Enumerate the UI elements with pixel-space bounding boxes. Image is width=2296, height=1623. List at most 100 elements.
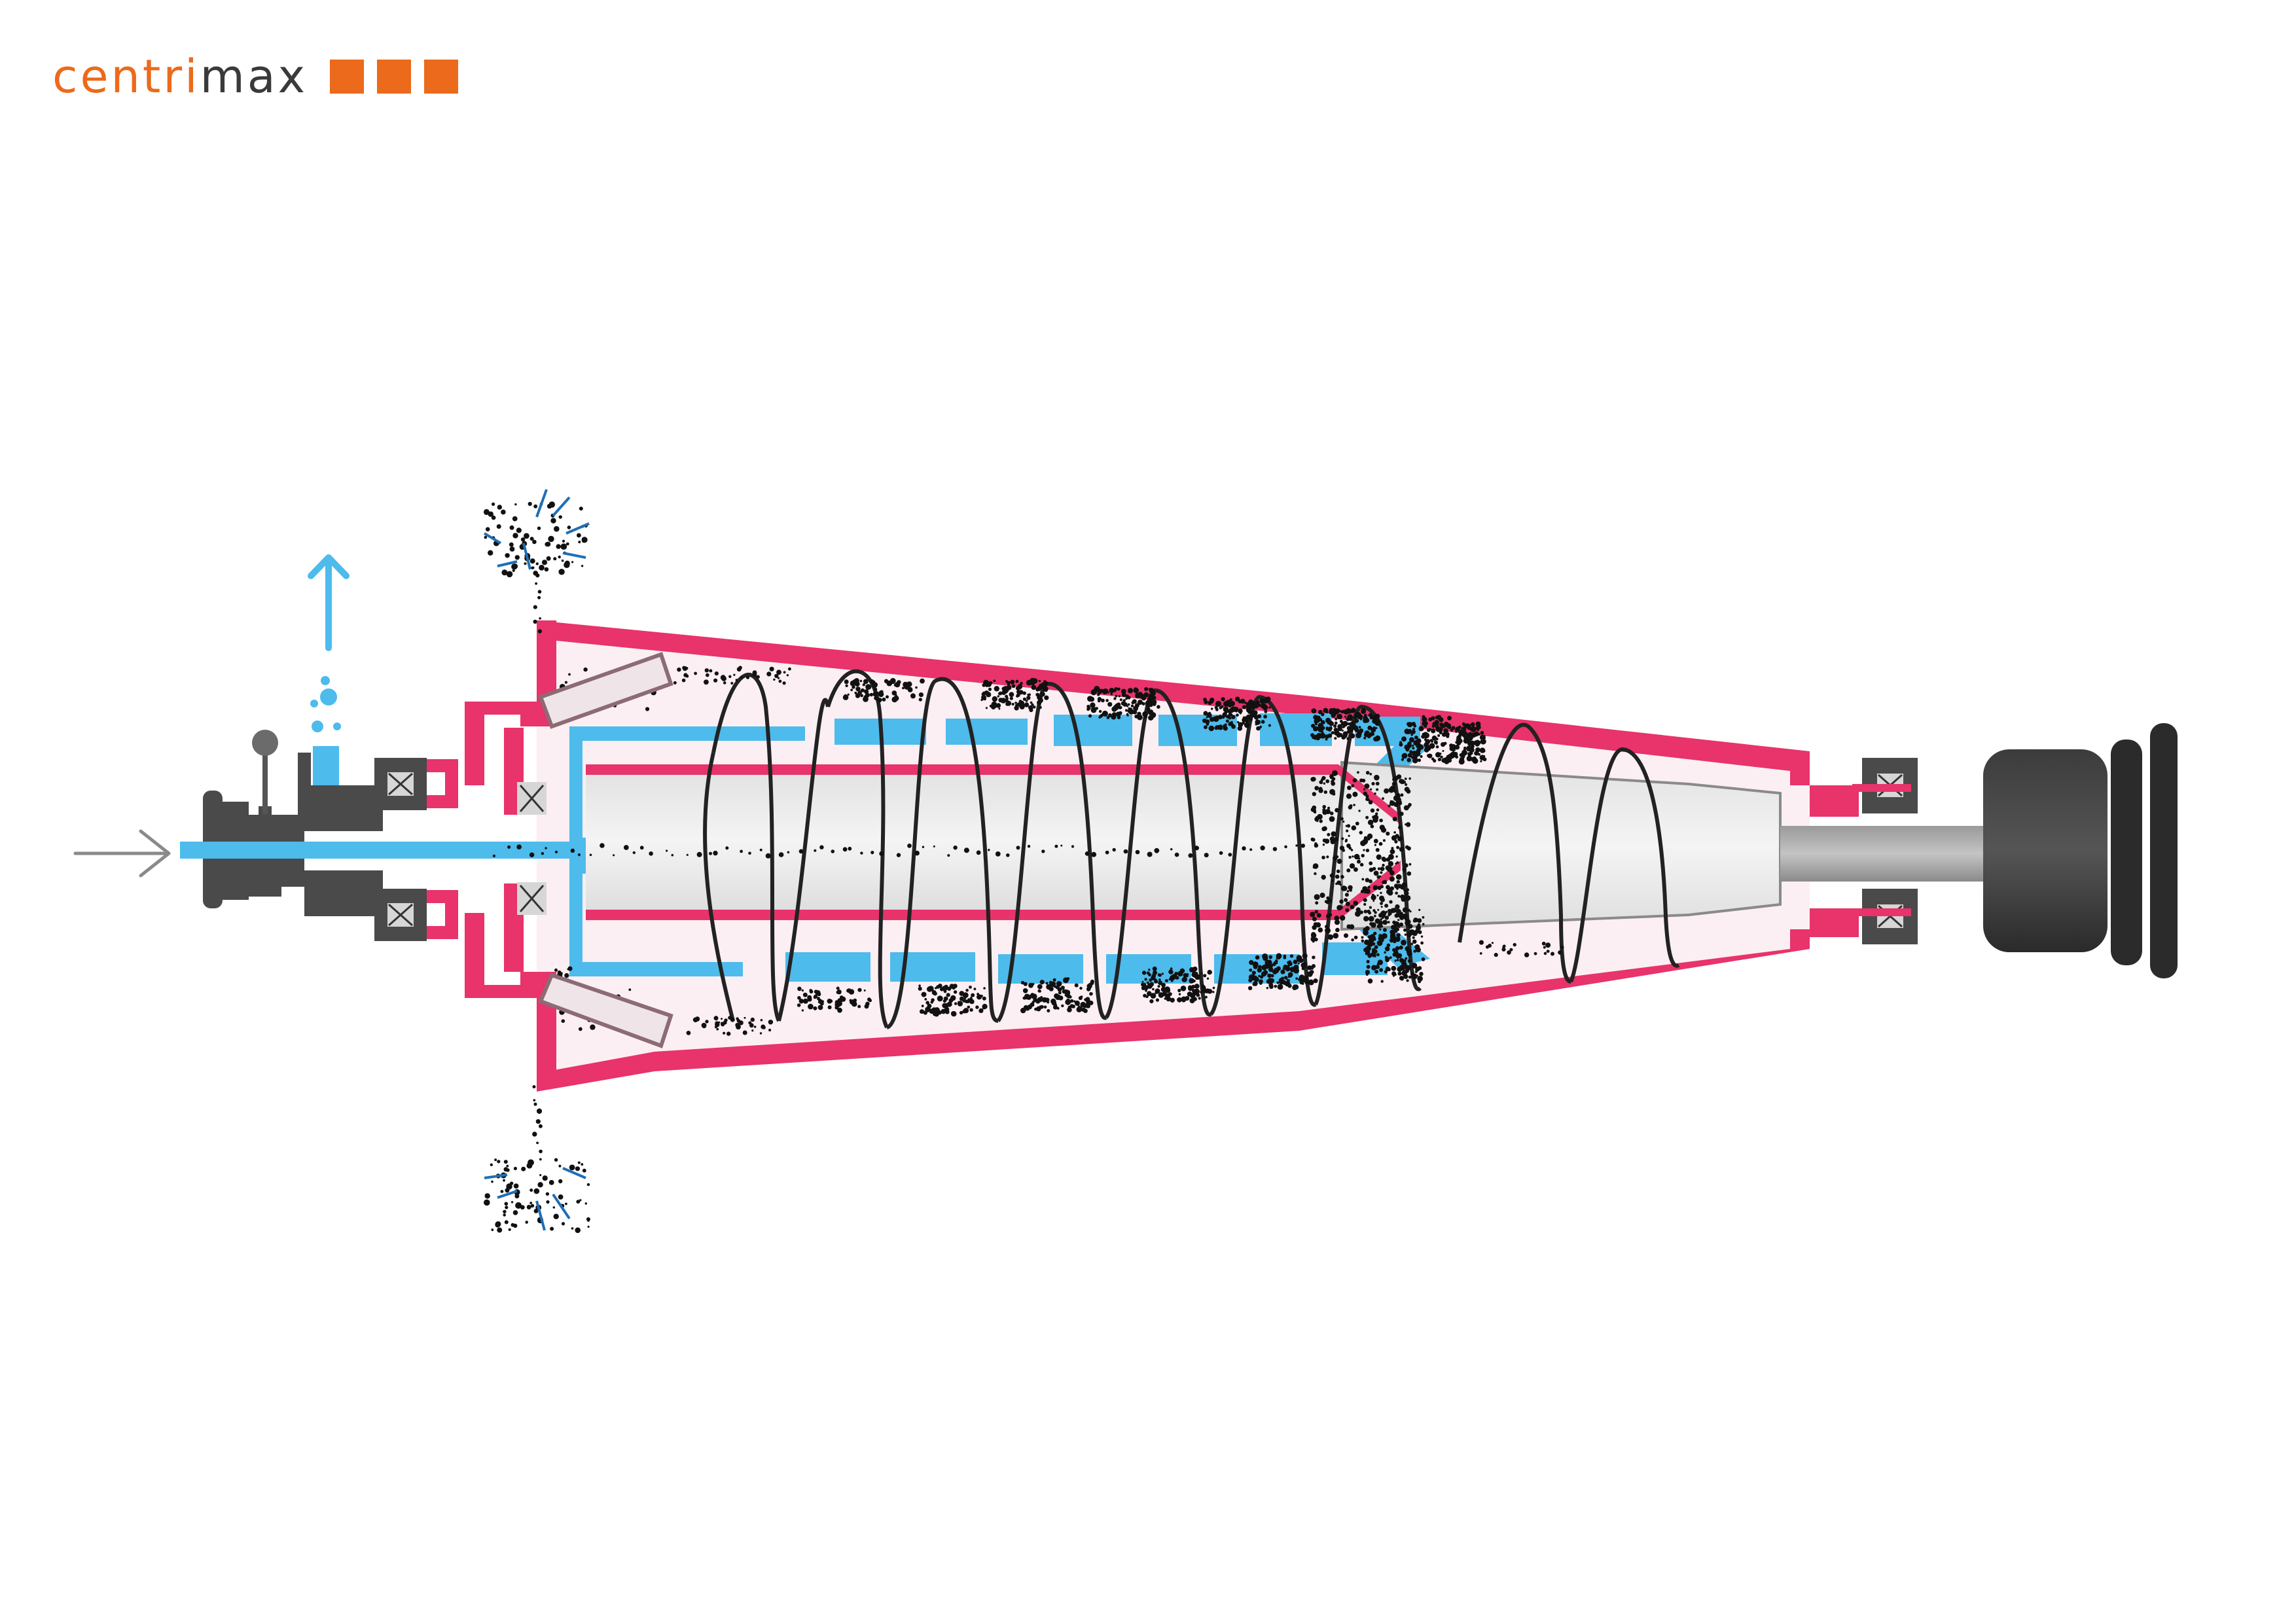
solid-particle bbox=[1355, 821, 1359, 826]
solid-particle bbox=[1045, 690, 1047, 692]
solid-particle bbox=[1092, 688, 1098, 694]
solid-particle bbox=[1408, 802, 1412, 807]
solid-particle bbox=[1551, 952, 1554, 956]
solid-particle bbox=[709, 669, 713, 673]
solid-particle bbox=[924, 998, 927, 1001]
solid-particle bbox=[1370, 825, 1374, 829]
solid-particle bbox=[1242, 717, 1246, 722]
solid-particle bbox=[1398, 801, 1403, 806]
solid-particle bbox=[1438, 717, 1441, 720]
solid-particle bbox=[533, 619, 537, 624]
solid-particle bbox=[1032, 705, 1036, 709]
solid-particle bbox=[1293, 965, 1299, 970]
solid-particle bbox=[562, 539, 565, 543]
solid-particle bbox=[1327, 727, 1332, 732]
solid-particle bbox=[1404, 933, 1407, 936]
solid-particle bbox=[1374, 955, 1376, 957]
solid-particle bbox=[1379, 937, 1384, 942]
solid-particle bbox=[1264, 696, 1270, 703]
solid-particle bbox=[1325, 900, 1330, 904]
solid-particle bbox=[1239, 712, 1242, 715]
solid-particle bbox=[1287, 965, 1290, 968]
solid-particle bbox=[1242, 846, 1246, 851]
solid-particle bbox=[1374, 945, 1378, 950]
solid-particle bbox=[1162, 991, 1168, 997]
solid-particle bbox=[925, 1001, 929, 1005]
solid-particle bbox=[1472, 756, 1477, 762]
solid-particle bbox=[1231, 715, 1236, 719]
solid-particle bbox=[1336, 904, 1342, 911]
solid-particle bbox=[738, 1021, 742, 1026]
solid-particle bbox=[908, 687, 912, 690]
solid-particle bbox=[1194, 988, 1200, 995]
solid-particle bbox=[993, 679, 996, 683]
solid-particle bbox=[1269, 984, 1274, 990]
solid-particle bbox=[1268, 724, 1271, 727]
solid-particle bbox=[1396, 946, 1399, 950]
solid-particle bbox=[1323, 707, 1329, 713]
solid-particle bbox=[1164, 979, 1168, 983]
solid-particle bbox=[1149, 999, 1154, 1004]
solid-particle bbox=[1340, 915, 1346, 921]
solid-particle bbox=[503, 1213, 506, 1217]
solid-particle bbox=[512, 516, 518, 522]
solid-particle bbox=[797, 996, 801, 1000]
solid-particle bbox=[1350, 904, 1355, 910]
solid-particle bbox=[1366, 959, 1370, 963]
solid-particle bbox=[1380, 866, 1385, 871]
solid-particle bbox=[1149, 694, 1155, 700]
solid-particle bbox=[1157, 705, 1160, 709]
solid-particle bbox=[1418, 743, 1422, 747]
solid-particle bbox=[1376, 923, 1382, 929]
solid-particle bbox=[1204, 988, 1210, 993]
solid-particle bbox=[893, 695, 899, 702]
solid-particle bbox=[1415, 947, 1421, 953]
solid-particle bbox=[549, 539, 552, 542]
solid-particle bbox=[1335, 927, 1340, 933]
solid-particle bbox=[1200, 990, 1203, 994]
solid-particle bbox=[639, 846, 644, 850]
solid-particle bbox=[730, 682, 734, 685]
solid-particle bbox=[1407, 932, 1412, 937]
solid-particle bbox=[1171, 974, 1177, 980]
solid-particle bbox=[1403, 928, 1407, 932]
solid-particle bbox=[1447, 758, 1452, 763]
solid-particle bbox=[546, 1200, 550, 1204]
solid-particle bbox=[942, 986, 948, 991]
solid-particle bbox=[1223, 706, 1229, 713]
solid-particle bbox=[1143, 993, 1147, 998]
solid-particle bbox=[1226, 700, 1231, 705]
solid-particle bbox=[1001, 690, 1007, 695]
solid-particle bbox=[1461, 726, 1467, 732]
solid-particle bbox=[1054, 1003, 1058, 1007]
solid-particle bbox=[1469, 732, 1471, 734]
solid-particle bbox=[1408, 975, 1412, 979]
solid-particle bbox=[1365, 815, 1369, 819]
solid-particle bbox=[1204, 725, 1208, 730]
solid-particle bbox=[1399, 945, 1403, 950]
solid-particle bbox=[1359, 910, 1363, 914]
solid-particle bbox=[1373, 914, 1376, 918]
solid-particle bbox=[1456, 738, 1461, 743]
solid-particle bbox=[1335, 882, 1338, 885]
solid-particle bbox=[1374, 735, 1381, 741]
solid-particle bbox=[1099, 715, 1102, 718]
solid-particle bbox=[495, 1221, 501, 1227]
solid-particle bbox=[1408, 730, 1412, 734]
solid-particle bbox=[915, 686, 918, 689]
solid-particle bbox=[1391, 781, 1397, 787]
solid-particle bbox=[1368, 713, 1372, 717]
solids-splash bbox=[483, 489, 590, 1231]
solid-particle bbox=[1230, 722, 1233, 726]
solid-particle bbox=[1134, 703, 1139, 708]
solid-particle bbox=[742, 1030, 747, 1035]
solid-particle bbox=[539, 1174, 542, 1177]
solid-particle bbox=[1339, 899, 1344, 904]
solid-particle bbox=[1363, 902, 1367, 906]
solid-particle bbox=[582, 1168, 586, 1173]
solid-particle bbox=[954, 1002, 958, 1005]
solid-particle bbox=[863, 990, 866, 991]
solid-particle bbox=[1422, 916, 1425, 919]
solid-particle bbox=[1249, 848, 1253, 851]
solid-particle bbox=[1384, 951, 1386, 954]
